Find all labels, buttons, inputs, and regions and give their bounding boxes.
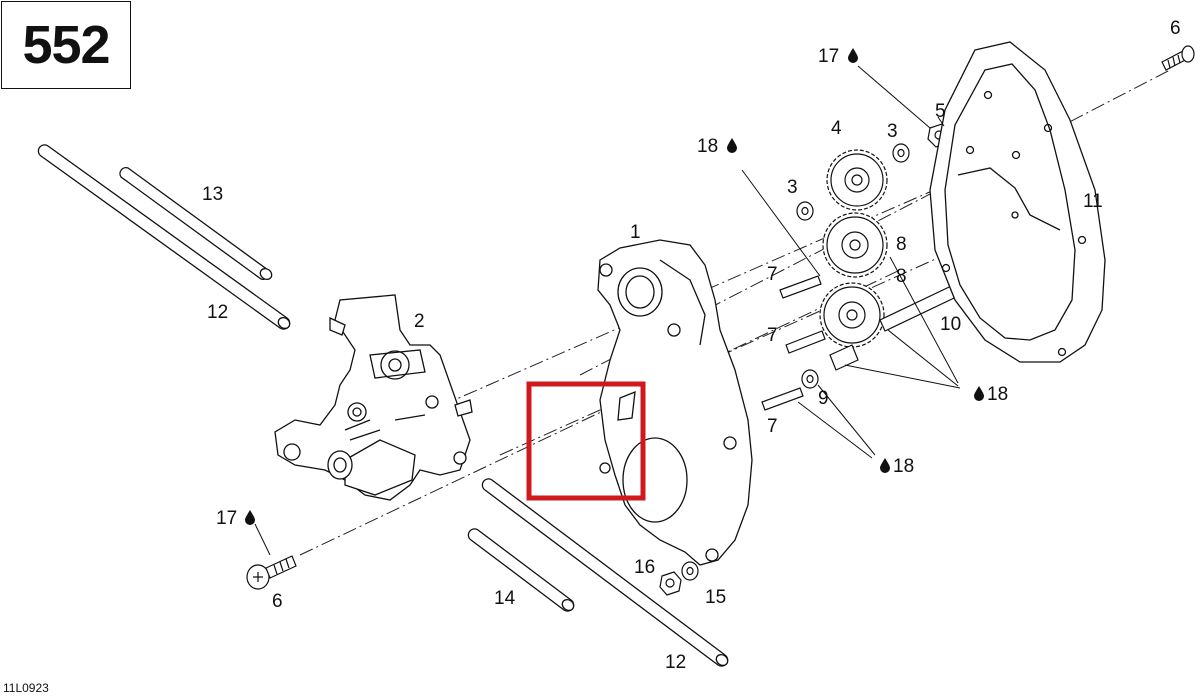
callout-labels: 1 2 3 3 4 5 6 6 7 7 7 8 8 9 10 11 12 12 … xyxy=(3,18,1181,695)
oil-drop-icon xyxy=(245,510,255,525)
svg-text:18: 18 xyxy=(697,136,718,157)
gear-8-upper xyxy=(822,212,888,278)
drawing-code: 11L0923 xyxy=(3,681,49,695)
callout-6: 6 xyxy=(272,591,283,612)
callout-6: 6 xyxy=(1170,18,1181,39)
callout-5: 5 xyxy=(935,101,946,122)
callout-18-oil: 18 xyxy=(974,384,1008,405)
callout-13: 13 xyxy=(202,184,223,205)
pins-7 xyxy=(761,275,826,411)
oil-drop-icon xyxy=(727,138,737,153)
callout-11: 11 xyxy=(1083,191,1103,212)
oil-drop-icon xyxy=(848,48,858,63)
page-number: 552 xyxy=(22,15,110,75)
rods-bottom xyxy=(467,478,729,667)
callout-1: 1 xyxy=(630,222,641,243)
screw-6-bottom xyxy=(246,555,297,590)
callout-17-oil: 17 xyxy=(818,46,858,67)
oil-drop-icon xyxy=(974,386,984,401)
gear-8-lower xyxy=(819,282,885,348)
callout-7: 7 xyxy=(767,264,778,285)
washers-and-nuts xyxy=(659,123,951,596)
callout-9: 9 xyxy=(818,388,829,409)
callout-17-oil: 17 xyxy=(216,508,255,529)
callout-8: 8 xyxy=(896,234,907,255)
rod-12 xyxy=(37,144,291,330)
rods-top-left xyxy=(37,144,291,330)
gear-4 xyxy=(826,149,888,211)
page-number-box: 552 xyxy=(1,1,131,89)
leader-lines xyxy=(254,65,961,556)
callout-18-oil: 18 xyxy=(697,136,737,157)
callout-15: 15 xyxy=(705,587,726,608)
svg-text:17: 17 xyxy=(818,46,839,67)
callout-2: 2 xyxy=(414,311,425,332)
oil-pump-assembly xyxy=(274,294,473,501)
callout-14: 14 xyxy=(494,588,516,609)
callout-4: 4 xyxy=(831,118,842,139)
cover-plate xyxy=(929,41,1106,363)
screws xyxy=(246,45,1195,590)
callout-12: 12 xyxy=(665,652,686,673)
pump-housing xyxy=(597,239,753,566)
callout-3: 3 xyxy=(887,121,898,142)
callout-3: 3 xyxy=(787,177,798,198)
callout-12: 12 xyxy=(207,302,228,323)
highlight-box xyxy=(526,381,646,501)
svg-text:18: 18 xyxy=(987,384,1008,405)
callout-7: 7 xyxy=(767,416,778,437)
callout-10: 10 xyxy=(940,314,961,335)
callout-8: 8 xyxy=(896,266,907,287)
screw-6-top xyxy=(1161,45,1195,71)
gears xyxy=(819,149,888,371)
axis-lines xyxy=(299,69,1171,556)
callout-16: 16 xyxy=(634,557,655,578)
svg-text:17: 17 xyxy=(216,508,237,529)
callout-7: 7 xyxy=(767,325,778,346)
svg-text:18: 18 xyxy=(893,456,914,477)
oil-drop-icon xyxy=(880,458,890,473)
callout-18-oil: 18 xyxy=(880,456,914,477)
